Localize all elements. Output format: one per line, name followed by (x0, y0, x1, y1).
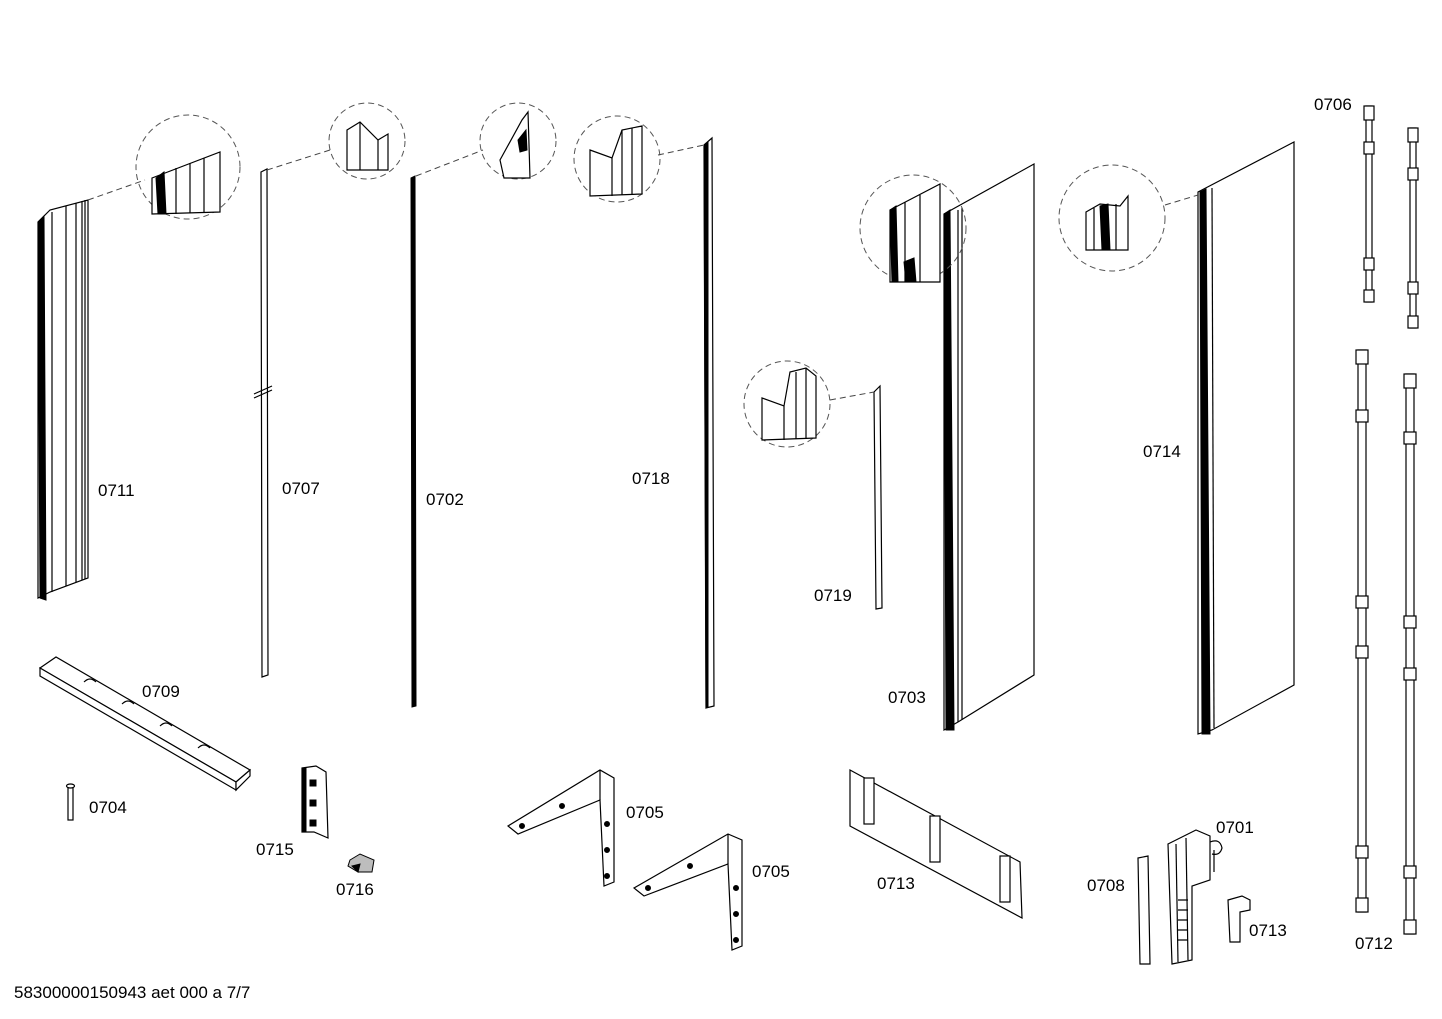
part-0704-pin (65, 783, 76, 821)
label-0703: 0703 (888, 688, 926, 707)
leader-line-0711 (87, 179, 146, 201)
part-0713-plate (849, 768, 1023, 920)
label-0702: 0702 (426, 490, 464, 509)
leader-line-0702 (415, 149, 484, 177)
label-0718: 0718 (632, 469, 670, 488)
part-0714-panel (1197, 141, 1295, 735)
detail-0714-profile (1085, 194, 1129, 251)
part-0708-strip (1137, 855, 1151, 965)
leader-line-0718 (657, 144, 705, 156)
part-0712-long-brackets (1355, 349, 1417, 935)
label-0701: 0701 (1216, 818, 1254, 837)
part-0716-knob (347, 853, 375, 873)
leader-line-0719 (829, 391, 875, 401)
label-0708: 0708 (1087, 876, 1125, 895)
label-0704: 0704 (89, 798, 127, 817)
part-0702-rod (410, 175, 417, 708)
label-0715: 0715 (256, 840, 294, 859)
label-0709: 0709 (142, 682, 180, 701)
part-0701-hinge (1167, 829, 1223, 965)
document-footer-id: 58300000150943 aet 000 a 7/7 (14, 983, 251, 1002)
part-0706-brackets (1363, 105, 1419, 329)
detail-0718-profile (589, 125, 643, 197)
part-0718-strip (703, 136, 715, 709)
leader-line-0707 (266, 149, 331, 171)
detail-0702-profile (499, 110, 531, 179)
label-0705-a: 0705 (626, 803, 664, 822)
detail-0707-profile (346, 121, 389, 171)
detail-circle-0714 (1058, 164, 1166, 272)
part-0711-profile (37, 199, 89, 601)
detail-0703-profile (889, 183, 941, 283)
label-0713-b: 0713 (1249, 921, 1287, 940)
label-0707: 0707 (282, 479, 320, 498)
label-0706: 0706 (1314, 95, 1352, 114)
detail-circle-0702 (479, 102, 557, 180)
part-0715-clip (301, 765, 329, 839)
detail-circle-0711 (135, 114, 241, 220)
label-0712: 0712 (1355, 934, 1393, 953)
part-0707-strip (253, 168, 273, 678)
detail-0711-profile (151, 151, 221, 215)
label-0713-a: 0713 (877, 874, 915, 893)
leader-line-0714 (1164, 194, 1199, 206)
label-0714: 0714 (1143, 442, 1181, 461)
part-0705-bracket-b (632, 833, 743, 951)
detail-circle-0707 (328, 102, 406, 180)
part-0719-strip (873, 384, 883, 610)
label-0716: 0716 (336, 880, 374, 899)
detail-0719-profile (761, 367, 817, 441)
label-0711: 0711 (98, 481, 135, 500)
part-0709-rail (38, 656, 252, 792)
label-0719: 0719 (814, 586, 852, 605)
detail-circle-0719 (743, 360, 831, 448)
part-0713-l-part (1227, 895, 1251, 943)
label-0705-b: 0705 (752, 862, 790, 881)
part-0705-bracket-a (506, 769, 615, 887)
detail-circle-0718 (573, 115, 661, 203)
part-0703-panel (943, 162, 1035, 732)
